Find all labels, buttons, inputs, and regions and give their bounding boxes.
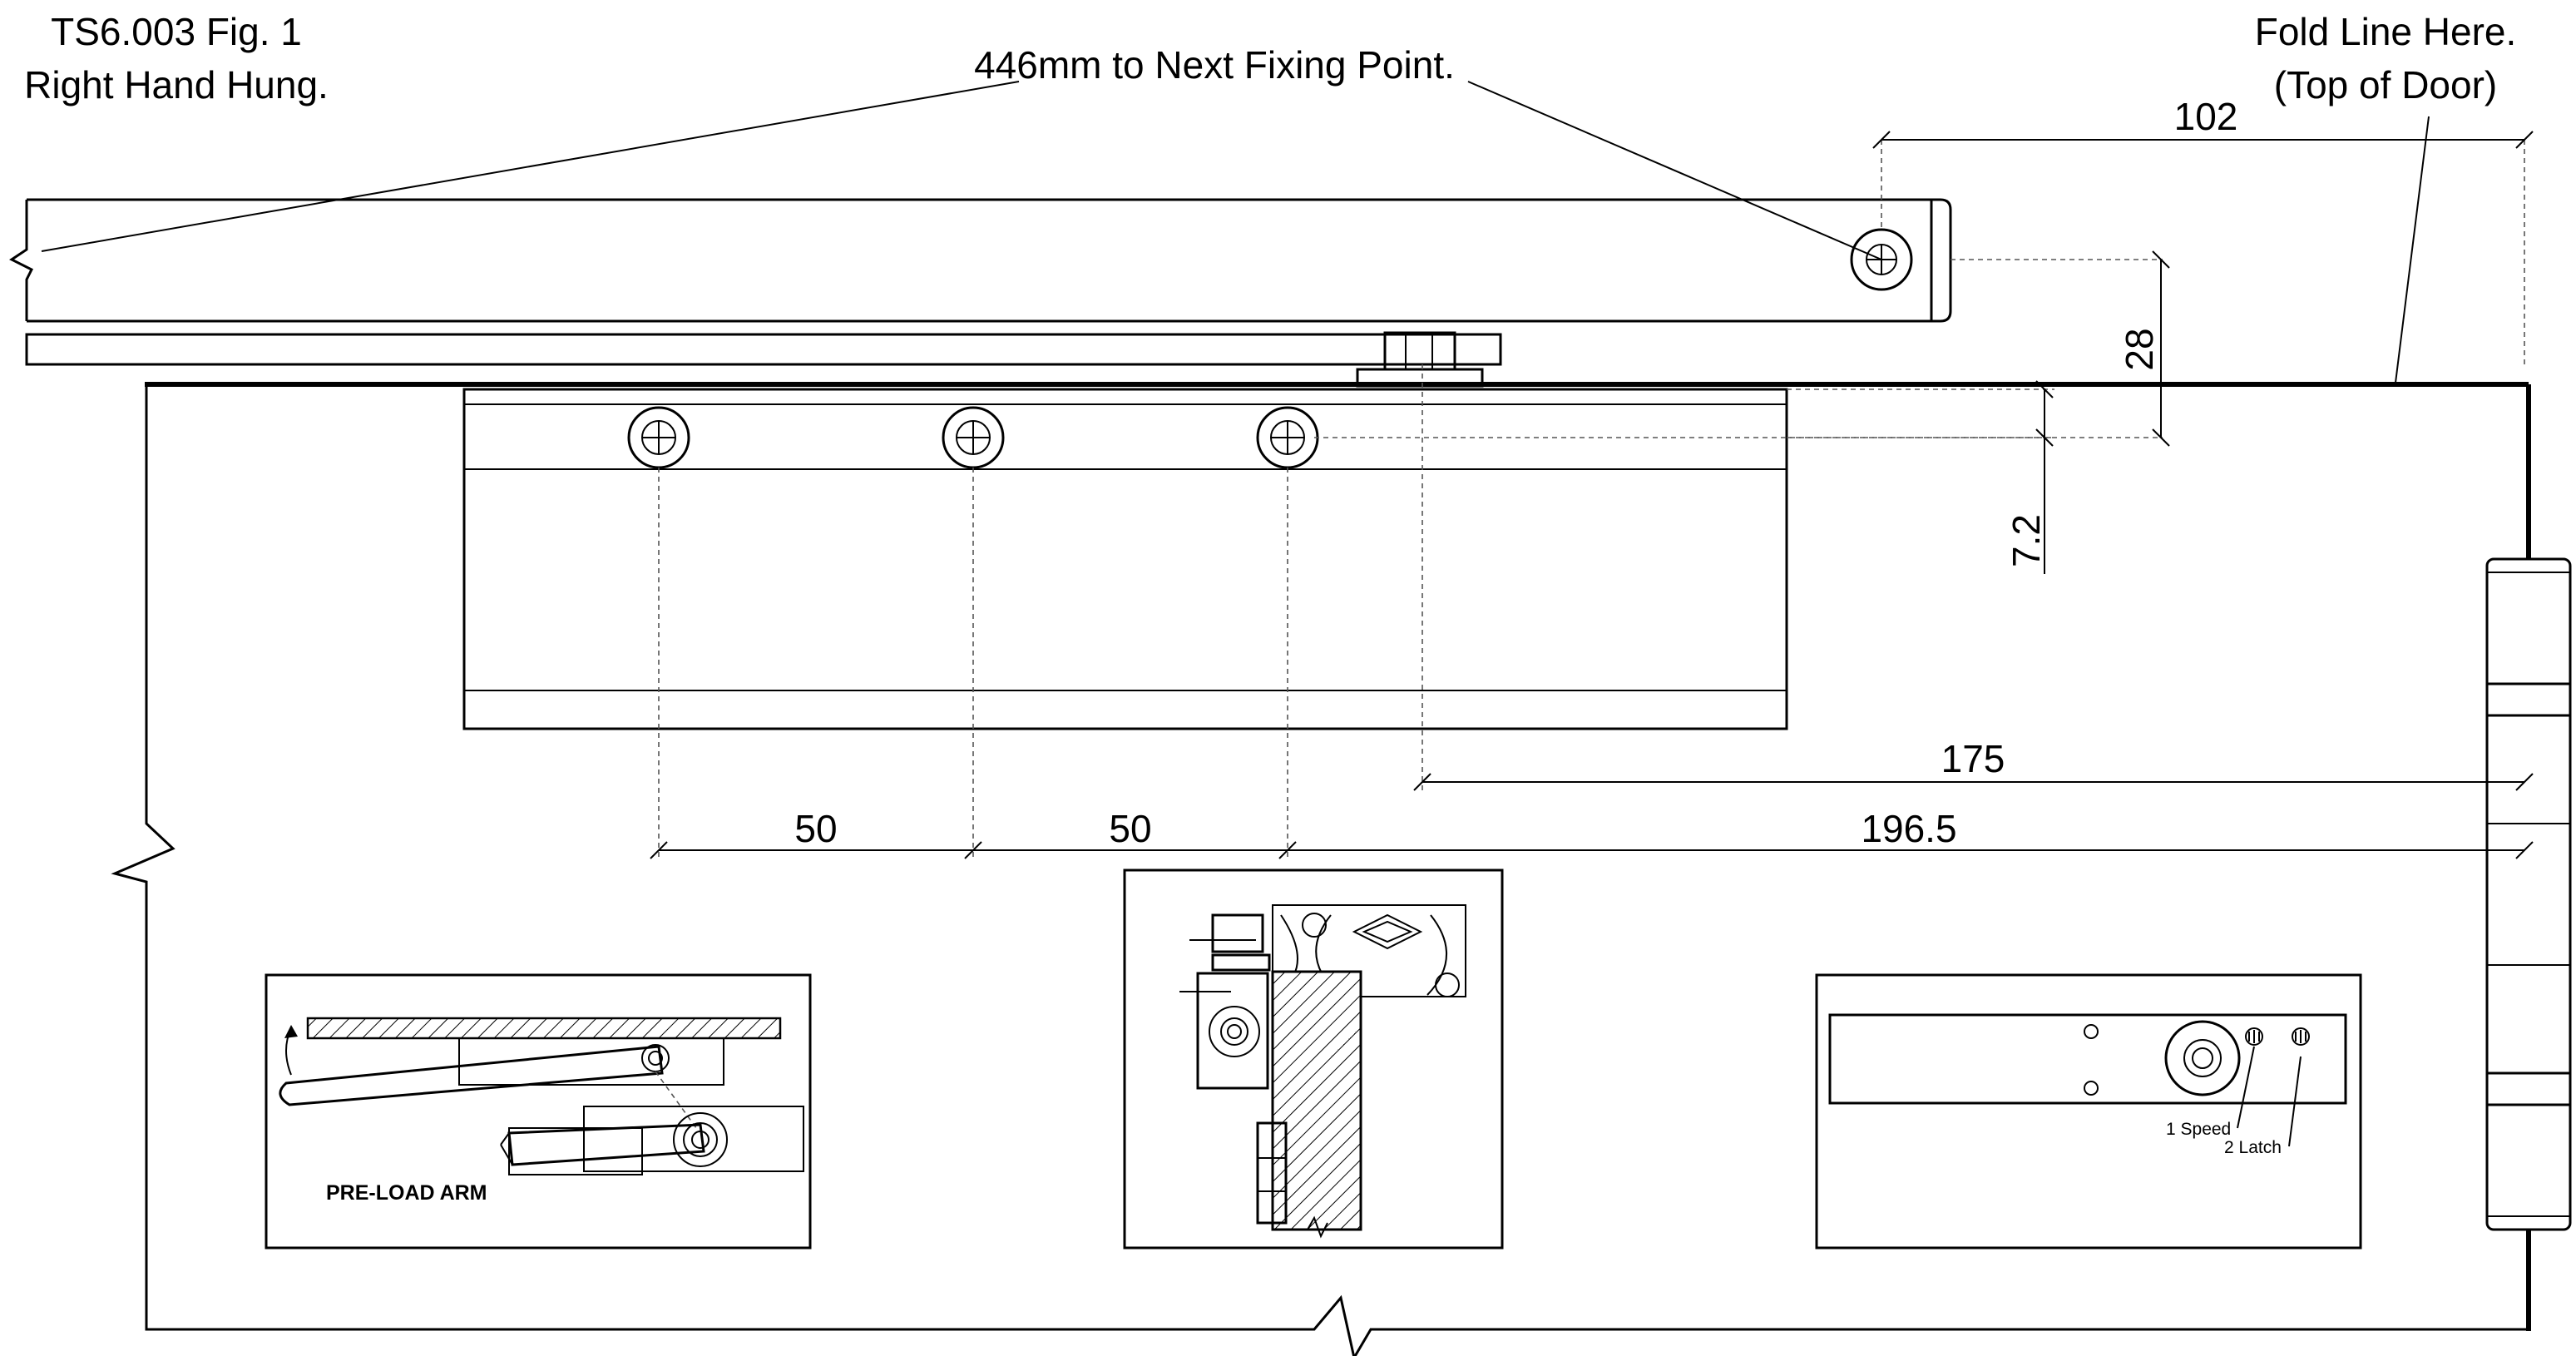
dimension-7-2 — [1314, 380, 2054, 574]
dimension-102-label: 102 — [2174, 95, 2238, 138]
drawing-title-line1: TS6.003 Fig. 1 — [51, 10, 302, 53]
fold-line-label-line1: Fold Line Here. — [2255, 10, 2517, 53]
fixing-point-leader-right — [1467, 81, 1882, 260]
latch-valve-icon — [2292, 1027, 2310, 1046]
track-rail — [25, 333, 1502, 366]
fixing-point-leader-left — [41, 81, 1020, 252]
adjustment-valves-inset — [1815, 973, 2362, 1250]
slide-block — [1356, 331, 1484, 388]
dimension-50-50-196-5 — [650, 468, 2534, 859]
closer-arm — [9, 198, 1952, 323]
closer-body — [462, 388, 1788, 730]
dimension-50-second-label: 50 — [1109, 807, 1151, 850]
speed-valve-label: 1 Speed — [2166, 1120, 2231, 1139]
dimension-175-label: 175 — [1941, 737, 2005, 780]
door-hinge — [2485, 557, 2572, 1231]
dimension-102 — [1872, 131, 2534, 366]
dimension-50-first-label: 50 — [794, 807, 837, 850]
fixing-point-callout: 446mm to Next Fixing Point. — [974, 43, 1455, 87]
section-detail-inset — [1123, 869, 1504, 1250]
preload-arm-inset — [265, 973, 812, 1250]
closer-fixing-screw-1 — [627, 406, 690, 469]
fold-line-leader — [2395, 116, 2430, 384]
speed-valve-icon — [2245, 1027, 2263, 1046]
fold-line-label-line2: (Top of Door) — [2274, 63, 2497, 106]
latch-valve-label: 2 Latch — [2224, 1138, 2282, 1157]
closer-fixing-screw-3 — [1256, 406, 1319, 469]
dimension-28 — [1787, 250, 2170, 447]
preload-arm-label: PRE-LOAD ARM — [326, 1181, 487, 1205]
closer-fixing-screw-2 — [942, 406, 1005, 469]
dimension-28-label: 28 — [2118, 328, 2161, 370]
door-outline — [111, 382, 2531, 1356]
dimension-175 — [1413, 364, 2534, 791]
dimension-196-5-label: 196.5 — [1861, 807, 1956, 850]
arm-fixing-screw — [1850, 228, 1913, 291]
dimension-7-2-label: 7.2 — [2005, 514, 2048, 567]
drawing-title-line2: Right Hand Hung. — [24, 63, 329, 106]
